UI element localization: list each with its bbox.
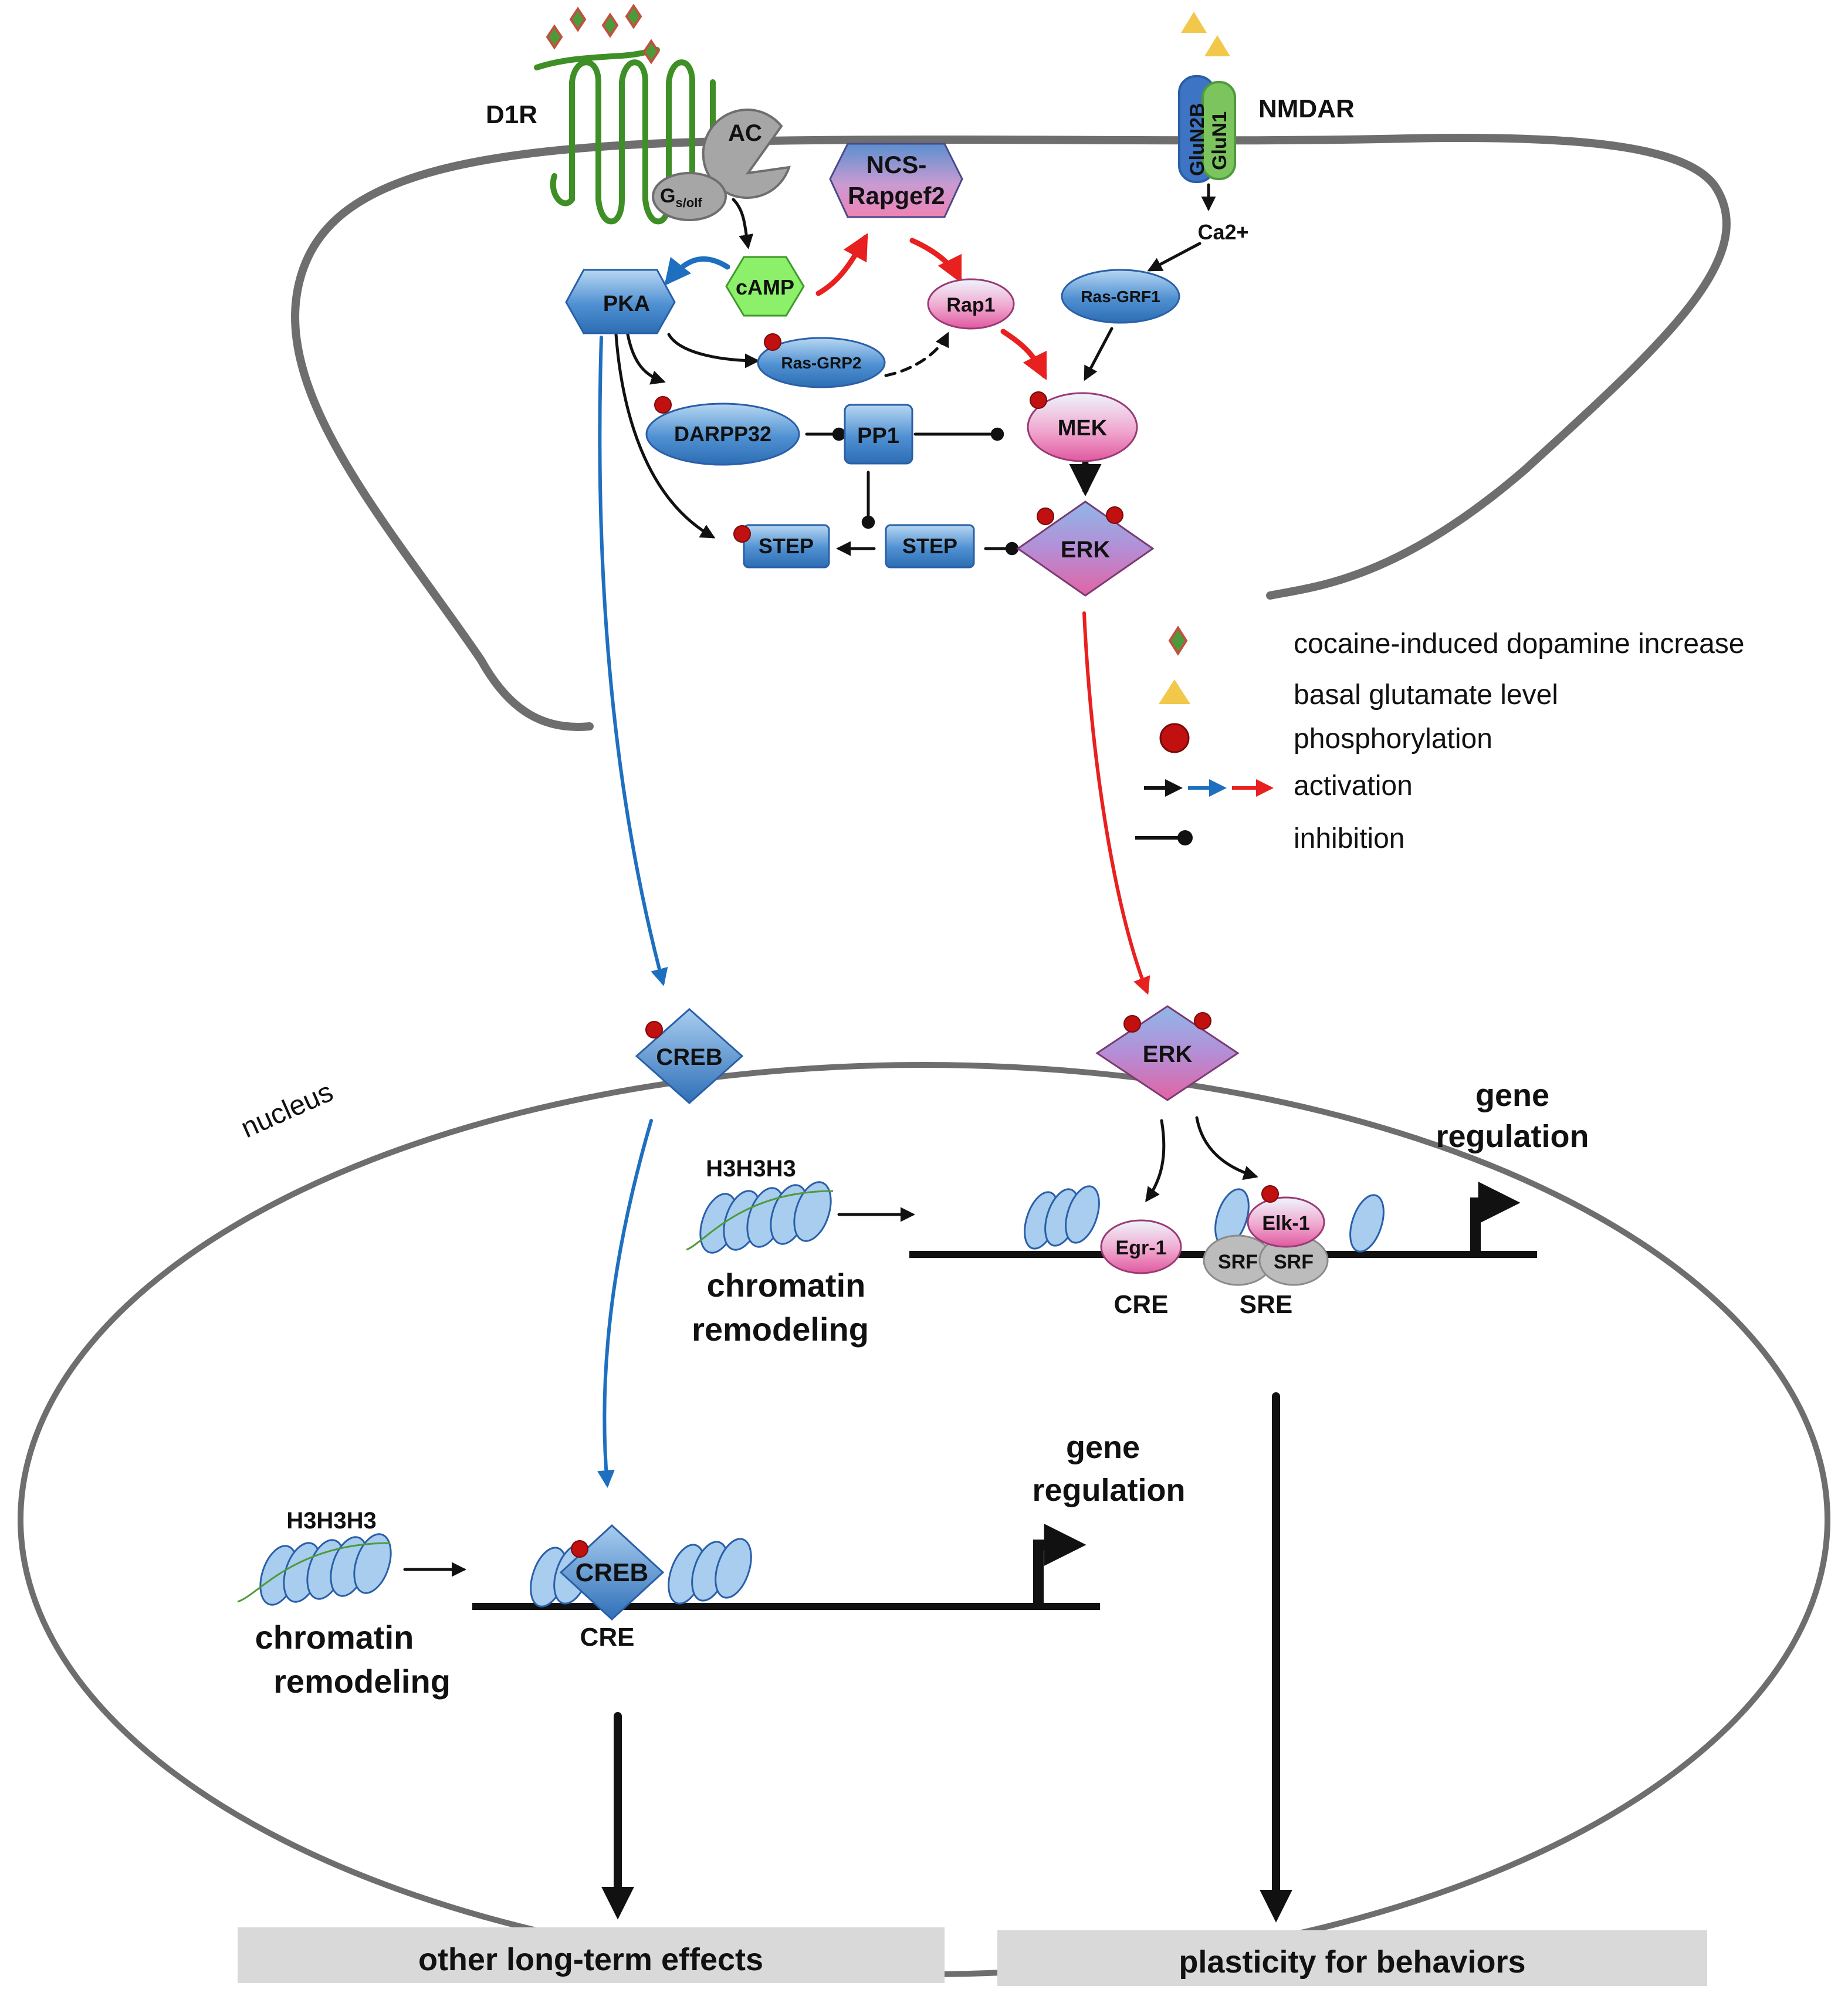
creb-phospho-dot [645, 1021, 663, 1038]
svg-text:NCS-: NCS- [867, 151, 927, 178]
outcome-left-box: other long-term effects [238, 1927, 945, 1983]
legend-label-glutamate: basal glutamate level [1294, 679, 1558, 711]
outcome-right-box: plasticity for behaviors [997, 1930, 1707, 1986]
erk-cytoplasm-node: ERK [1016, 500, 1155, 597]
cytoplasm-arrows [598, 183, 1216, 995]
pp1-node: PP1 [844, 404, 913, 465]
ras-grf1-node: Ras-GRF1 [1061, 269, 1180, 324]
legend-label-phosphorylation: phosphorylation [1294, 723, 1492, 755]
lower-promoter-arrow-icon [1033, 1524, 1087, 1606]
svg-text:PKA: PKA [603, 292, 650, 316]
ras-grp2-node: Ras-GRP2 [757, 337, 886, 388]
step-left-node: STEP [743, 524, 830, 569]
svg-text:Ras-GRP2: Ras-GRP2 [781, 354, 862, 372]
lower-chromatin-line1: chromatin [255, 1619, 414, 1656]
lower-h3-label: H3H3H3 [286, 1508, 376, 1534]
upper-chromatin-line1: chromatin [707, 1267, 866, 1304]
upper-promoter-arrow-icon [1470, 1182, 1521, 1254]
svg-text:CREB: CREB [656, 1044, 722, 1070]
erk-nucleus-node: ERK [1095, 1005, 1240, 1101]
svg-text:SRF: SRF [1274, 1251, 1314, 1273]
upper-nucleosome-stack-icon [686, 1181, 834, 1254]
upper-h3-label: H3H3H3 [706, 1156, 796, 1182]
glutamate-triangle-cluster [1181, 12, 1230, 56]
lower-nucleosome-stack-icon [237, 1533, 392, 1606]
camp-node: cAMP [725, 256, 805, 317]
creb-dna-phospho-dot [571, 1540, 588, 1558]
outcome-right-label: plasticity for behaviors [1179, 1944, 1525, 1980]
svg-text:STEP: STEP [902, 534, 957, 558]
cytoplasm-phosphorylation-dots [654, 333, 1123, 543]
lower-dna [472, 1524, 1100, 1610]
rap1-node: Rap1 [927, 278, 1015, 330]
egr1-node: Egr-1 [1100, 1219, 1182, 1274]
d1r-label: D1R [486, 100, 537, 129]
cell-membrane [291, 134, 1731, 731]
lower-chromatin-line2: remodeling [273, 1663, 451, 1700]
nucleus-arrows [403, 1116, 1292, 1923]
erk-nucleus-phospho-dots [1123, 1012, 1211, 1033]
glun2b-label: GluN2B [1186, 103, 1209, 176]
dopamine-diamond-cluster [546, 4, 660, 65]
ac-label: AC [728, 120, 762, 146]
lower-cre-label: CRE [580, 1623, 635, 1652]
nmdar-receptor-icon [1178, 75, 1236, 183]
svg-text:SRF: SRF [1218, 1251, 1258, 1273]
srf-left-node: SRF [1203, 1234, 1273, 1286]
upper-dna-nucleosomes [1024, 1185, 1385, 1253]
ac-icon [702, 109, 791, 199]
mek-node: MEK [1027, 392, 1138, 462]
triangle-icon [1159, 679, 1190, 704]
svg-text:DARPP32: DARPP32 [674, 422, 771, 446]
svg-text:cAMP: cAMP [736, 275, 794, 299]
svg-text:PP1: PP1 [857, 424, 899, 448]
darpp32-node: DARPP32 [645, 402, 800, 466]
red-dot-icon [1159, 723, 1190, 753]
svg-text:STEP: STEP [759, 534, 814, 558]
nucleus-label: nucleus [236, 1076, 338, 1144]
legend-label-dopamine: cocaine-induced dopamine increase [1294, 628, 1745, 659]
gs-olf-icon [652, 172, 727, 221]
nmdar-label: NMDAR [1258, 94, 1355, 123]
upper-chromatin-line2: remodeling [692, 1311, 869, 1348]
creb-nucleus-node: CREB [635, 1007, 744, 1105]
legend: cocaine-induced dopamine increase basal … [1135, 625, 1745, 854]
elk1-phospho-dot [1261, 1185, 1279, 1203]
legend-label-inhibition: inhibition [1294, 823, 1404, 854]
diamond-icon [1168, 625, 1188, 656]
svg-text:Elk-1: Elk-1 [1262, 1212, 1309, 1234]
svg-text:Rapgef2: Rapgef2 [848, 182, 945, 209]
ncs-rapgef2-node: NCS- Rapgef2 [829, 143, 963, 218]
svg-text:ERK: ERK [1061, 537, 1111, 563]
inhibition-icon [1135, 830, 1193, 845]
ca-label: Ca2+ [1197, 220, 1248, 244]
outcome-left-label: other long-term effects [418, 1942, 763, 1977]
legend-label-activation: activation [1294, 770, 1413, 801]
lower-gene-line1: gene [1066, 1430, 1140, 1465]
glun1-label: GluN1 [1209, 111, 1231, 170]
upper-sre-label: SRE [1240, 1290, 1292, 1319]
gs-olf-label: Gs/olf [660, 185, 702, 210]
svg-text:ERK: ERK [1143, 1041, 1193, 1067]
svg-text:CREB: CREB [576, 1558, 649, 1587]
upper-cre-label: CRE [1114, 1290, 1169, 1319]
lower-gene-line2: regulation [1032, 1473, 1185, 1508]
elk1-node: Elk-1 [1247, 1196, 1325, 1248]
upper-gene-line2: regulation [1436, 1119, 1589, 1154]
svg-text:Rap1: Rap1 [946, 294, 995, 316]
svg-text:Ras-GRF1: Ras-GRF1 [1081, 287, 1160, 306]
step-right-node: STEP [885, 524, 975, 569]
pka-node: PKA [565, 269, 676, 334]
srf-right-node: SRF [1258, 1234, 1329, 1286]
svg-text:Egr-1: Egr-1 [1116, 1237, 1167, 1259]
upper-gene-line1: gene [1475, 1078, 1549, 1113]
svg-text:MEK: MEK [1058, 416, 1108, 441]
